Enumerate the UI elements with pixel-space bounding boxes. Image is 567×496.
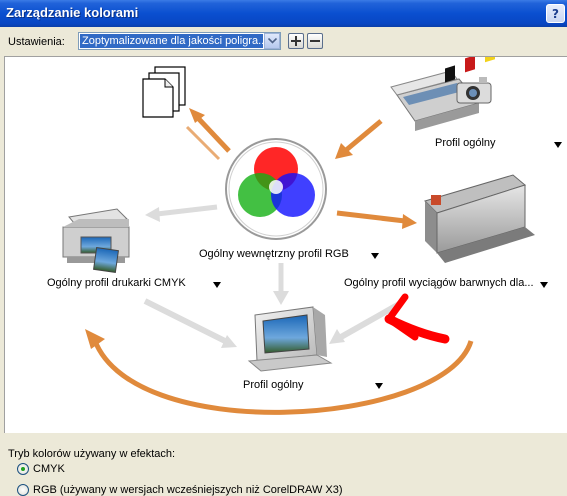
dropdown-arrow-button[interactable] [264, 33, 280, 49]
effects-mode-label: Tryb kolorów używany w efektach: [8, 448, 176, 460]
documents-icon [142, 66, 186, 118]
gray-arrow-press-to-monitor [329, 300, 403, 344]
title-bar: Zarządzanie kolorami ? [0, 0, 567, 27]
monitor-icon [247, 306, 333, 372]
internal-rgb-profile-label: Ogólny wewnętrzny profil RGB [199, 248, 349, 260]
radio-cmyk[interactable] [17, 463, 29, 475]
radio-selected-dot [21, 467, 25, 471]
remove-preset-button[interactable] [307, 33, 323, 49]
gray-arrow-printer-to-monitor [143, 298, 237, 348]
curved-flow-arrowhead [85, 329, 105, 349]
gray-arrow-to-monitor [273, 263, 289, 305]
scanner-camera-icon [390, 70, 492, 131]
add-preset-button[interactable] [288, 33, 304, 49]
settings-selected-value: Zoptymalizowane dla jakości poligra... [80, 34, 263, 48]
press-machine-icon [424, 57, 535, 263]
minus-icon [310, 40, 320, 42]
chevron-down-icon [268, 38, 277, 44]
color-flow-diagram [62, 57, 535, 415]
settings-dropdown[interactable]: Zoptymalizowane dla jakości poligra... [78, 32, 281, 50]
help-icon: ? [552, 7, 559, 21]
gray-arrow-to-printer [145, 204, 218, 222]
settings-label: Ustawienia: [8, 36, 65, 48]
help-button[interactable]: ? [546, 4, 565, 23]
radio-rgb[interactable] [17, 484, 29, 496]
orange-arrow-to-documents [185, 108, 231, 161]
scanner-profile-label: Profil ogólny [435, 137, 496, 149]
orange-arrow-to-press [336, 210, 417, 229]
plus-icon [291, 36, 301, 46]
monitor-profile-dropdown[interactable] [375, 383, 383, 389]
printer-icon [62, 208, 130, 273]
red-annotation-arrow [384, 293, 450, 344]
orange-arrow-from-scanner [335, 119, 383, 159]
window-title: Zarządzanie kolorami [6, 5, 139, 20]
rgb-circles-icon [225, 138, 327, 240]
press-profile-label: Ogólny profil wyciągów barwnych dla... [344, 277, 534, 289]
scanner-profile-dropdown[interactable] [554, 142, 562, 148]
printer-profile-dropdown[interactable] [213, 282, 221, 288]
curved-flow-arrow [90, 334, 474, 415]
printer-profile-label: Ogólny profil drukarki CMYK [47, 277, 186, 289]
press-profile-dropdown[interactable] [540, 282, 548, 288]
svg-text:?: ? [552, 7, 559, 21]
radio-rgb-label: RGB (używany w wersjach wcześniejszych n… [33, 484, 343, 496]
internal-rgb-profile-dropdown[interactable] [371, 253, 379, 259]
monitor-profile-label: Profil ogólny [243, 379, 304, 391]
radio-cmyk-label: CMYK [33, 463, 65, 475]
color-flow-panel: Ogólny wewnętrzny profil RGB Profil ogól… [4, 56, 567, 433]
